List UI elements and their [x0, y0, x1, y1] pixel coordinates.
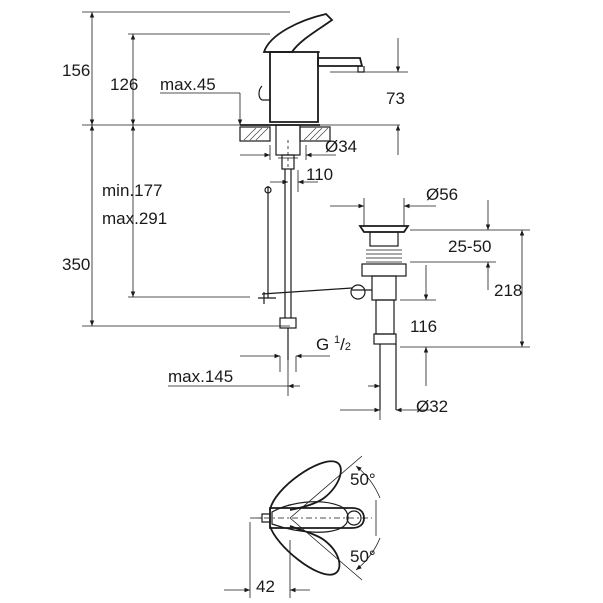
dim-max145: max.145	[168, 360, 381, 420]
dim-73: 73	[330, 38, 408, 155]
lever-inner	[271, 501, 349, 533]
label-110: 110	[306, 165, 333, 184]
waste-nut	[361, 263, 407, 277]
dim-g-half: G 1/2	[240, 334, 351, 372]
deck-left	[239, 126, 271, 142]
dim-110: 110	[270, 165, 333, 192]
hose-fitting	[279, 317, 297, 329]
dim-116: 116	[400, 265, 437, 386]
rod-top	[264, 186, 272, 194]
label-126: 126	[110, 75, 138, 94]
linkage-clip	[258, 292, 276, 304]
spout	[317, 57, 364, 67]
spout-end	[346, 510, 362, 526]
pivot-ball	[350, 284, 366, 300]
popup-knob	[261, 513, 271, 523]
popup-waste	[350, 225, 410, 410]
left-dimension-stack: 156 126 max.45 min.177 max.291 350	[62, 11, 400, 327]
label-73: 73	[386, 89, 405, 108]
thread-denominator: 2	[345, 341, 351, 353]
dim-d34: Ø34	[240, 137, 357, 160]
lever-top-lower	[269, 525, 341, 576]
thread-numerator: 1	[334, 334, 340, 346]
label-156: 156	[62, 61, 90, 80]
label-angle-bottom: 50°	[350, 547, 376, 566]
lever-handle	[262, 13, 334, 53]
linkage-rod	[261, 287, 353, 295]
label-d34: Ø34	[325, 137, 357, 156]
angle-arc-top	[355, 465, 381, 499]
label-angle-top: 50°	[350, 470, 376, 489]
dim-d56: Ø56	[330, 185, 458, 226]
waste-pivot-housing	[371, 275, 397, 301]
label-max145: max.145	[168, 367, 233, 386]
label-116: 116	[410, 317, 437, 336]
angle-line-bottom	[289, 517, 363, 581]
lever-travel-dim	[160, 92, 243, 125]
top-body	[269, 507, 365, 529]
label-max291: max.291	[102, 209, 167, 228]
tail-upper	[375, 299, 395, 335]
mixer-top-view: 50° 50°	[250, 455, 381, 581]
bidet-mixer-side-view	[239, 13, 365, 360]
popup-rod	[258, 85, 270, 101]
dim-25-50: 25-50	[410, 200, 530, 290]
tail-nut	[373, 333, 397, 345]
mixer-body	[269, 51, 319, 123]
label-d56: Ø56	[426, 185, 458, 204]
lever-top-upper	[269, 460, 342, 511]
angle-arc-bottom	[355, 537, 381, 571]
label-350: 350	[62, 255, 90, 274]
waste-flange	[358, 225, 410, 233]
label-218: 218	[494, 281, 522, 300]
label-42: 42	[256, 577, 275, 596]
waste-thread	[366, 249, 402, 263]
waste-body-top	[369, 231, 399, 247]
dim-42: 42	[224, 522, 310, 598]
dim-218: 218	[400, 230, 530, 348]
deck-hatch	[243, 127, 329, 141]
label-min177: min.177	[102, 181, 162, 200]
angle-line-top	[289, 455, 363, 519]
label-g-thread: G 1/2	[316, 334, 351, 354]
label-25-50: 25-50	[448, 237, 491, 256]
thread-prefix: G	[316, 335, 334, 354]
label-d32: Ø32	[416, 397, 448, 416]
label-max45: max.45	[160, 75, 216, 94]
dim-d32: Ø32	[340, 397, 448, 416]
